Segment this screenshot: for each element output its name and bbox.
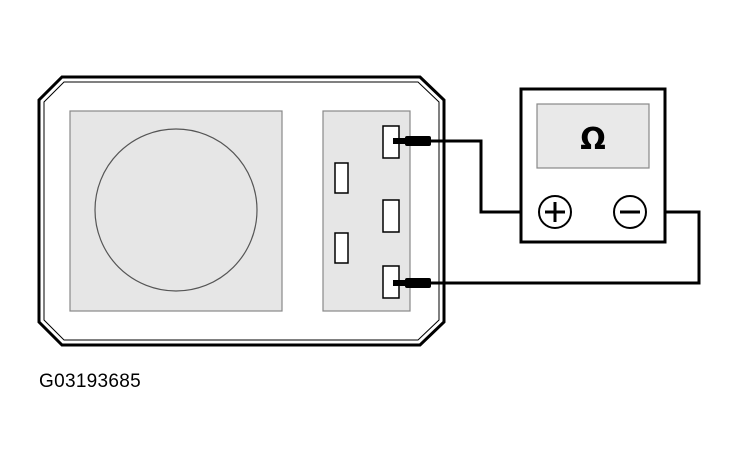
round-element [94,128,258,292]
figure-code: G03193685 [39,371,142,392]
connector-terminal-lower-left [334,232,349,264]
connector-panel [322,110,411,312]
probe-handle-bottom [405,278,431,288]
left-panel [69,110,283,312]
ohm-symbol: Ω [580,122,606,157]
probe-tip-top [393,138,405,144]
probe-bottom [393,278,431,288]
probe-handle-top [405,136,431,146]
probe-tip-bottom [393,280,405,286]
ohmmeter: Ω [519,87,667,244]
component-body-inner-edge [43,81,440,341]
ohmmeter-display [536,103,650,169]
probe-top [393,136,431,146]
connector-terminal-middle [382,199,400,233]
test-lead-positive [431,139,541,214]
test-lead-negative [431,210,701,285]
connector-terminal-upper-left [334,162,349,194]
